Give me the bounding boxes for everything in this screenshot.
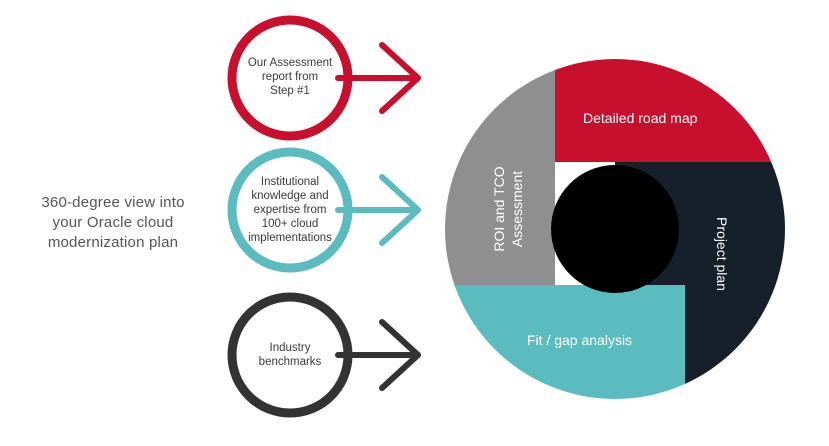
- input-label-assessment-report: Our Assessment report from Step #1: [247, 57, 333, 97]
- arrow-head-icon: [379, 319, 421, 391]
- input-label-industry-benchmarks: Industry benchmarks: [258, 342, 322, 368]
- arrow-head-icon: [379, 42, 421, 114]
- input-institutional-knowledge: [227, 147, 421, 273]
- segment-label-roi-tco: ROI and TCO Assessment: [491, 166, 525, 252]
- segment-label-road-map: Detailed road map: [583, 110, 698, 126]
- input-industry-benchmarks: [227, 292, 421, 418]
- wheel-hub: [551, 165, 679, 293]
- segment-road-map: [555, 59, 785, 162]
- arrow-head-icon: [379, 174, 421, 246]
- input-assessment-report: [227, 15, 421, 141]
- segment-label-project-plan: Project plan: [714, 217, 730, 291]
- segment-label-fit-gap: Fit / gap analysis: [527, 332, 633, 348]
- input-label-institutional-knowledge: Institutional knowledge and expertise fr…: [248, 176, 332, 244]
- tagline: 360-degree view into your Oracle cloud m…: [41, 194, 185, 251]
